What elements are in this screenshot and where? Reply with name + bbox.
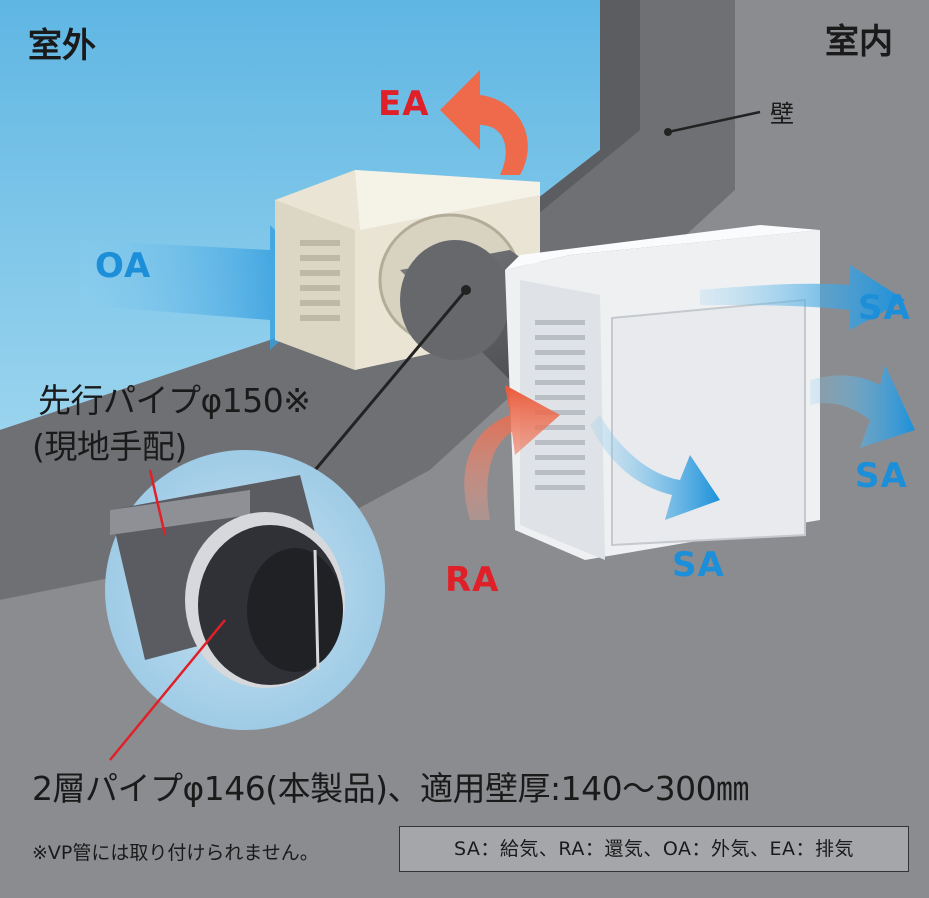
sa-right-arrow <box>810 365 915 448</box>
oa-arrow <box>80 225 335 350</box>
sa-bottom-label: SA <box>672 545 725 585</box>
pre-pipe-label: 先行パイプφ150※ <box>38 381 311 420</box>
outdoor-label: 室外 <box>28 26 96 66</box>
indoor-unit <box>505 225 820 560</box>
product-pipe-leader <box>109 619 226 761</box>
footnote: ※VP管には取り付けられません。 <box>32 842 319 864</box>
legend-box: SA：給気、RA：還気、OA：外気、EA：排気 <box>399 826 909 872</box>
sa-right-label: SA <box>855 456 908 496</box>
indoor-label: 室内 <box>825 22 893 62</box>
sa-top-label: SA <box>858 288 911 328</box>
wall-leader <box>667 110 761 134</box>
ea-label: EA <box>378 84 430 124</box>
sa-bottom-arrow <box>590 415 720 520</box>
pre-pipe-leader <box>148 469 167 536</box>
ea-arrow <box>440 70 528 175</box>
pre-pipe-sublabel: (現地手配) <box>32 427 187 466</box>
oa-label: OA <box>95 246 152 286</box>
two-layer-pipe <box>110 475 345 688</box>
wall-label: 壁 <box>770 100 794 128</box>
ra-arrow <box>464 385 560 520</box>
sa-top-arrow <box>700 265 905 330</box>
wall-section <box>0 0 735 600</box>
ra-label: RA <box>445 560 500 600</box>
product-pipe-label: 2層パイプφ146(本製品)、適用壁厚:140〜300㎜ <box>32 769 749 808</box>
